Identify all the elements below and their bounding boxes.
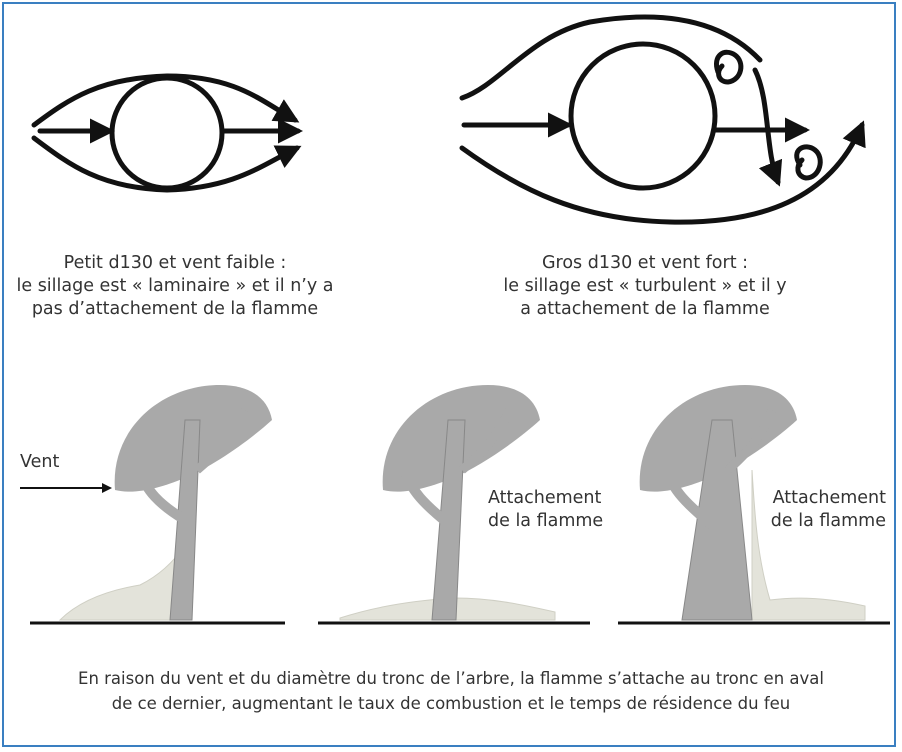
attach-label-2-line-2: de la flamme bbox=[758, 510, 886, 533]
attach-label-1-line-2: de la flamme bbox=[488, 510, 603, 533]
turbulent-flow-diagram bbox=[462, 17, 862, 222]
wind-label: Vent bbox=[20, 451, 59, 474]
laminar-streamline-lower bbox=[34, 138, 297, 190]
attach-label-2-line-1: Attachement bbox=[758, 487, 886, 510]
turbulent-downward-arrow bbox=[755, 70, 778, 182]
small-trunk-circle bbox=[112, 78, 222, 188]
bottom-caption-line-2: de ce dernier, augmentant le taux de com… bbox=[20, 691, 882, 716]
turbulent-caption: Gros d130 et vent fort : le sillage est … bbox=[470, 252, 820, 321]
tree-1 bbox=[60, 385, 272, 620]
laminar-caption: Petit d130 et vent faible : le sillage e… bbox=[10, 252, 340, 321]
turbulent-caption-line-1: Gros d130 et vent fort : bbox=[470, 252, 820, 275]
laminar-caption-line-3: pas d’attachement de la flamme bbox=[10, 298, 340, 321]
laminar-caption-line-2: le sillage est « laminaire » et il n’y a bbox=[10, 275, 340, 298]
large-trunk-circle bbox=[571, 44, 715, 188]
attach-label-2: Attachement de la flamme bbox=[758, 487, 886, 533]
attach-label-1-line-1: Attachement bbox=[488, 487, 603, 510]
laminar-caption-line-1: Petit d130 et vent faible : bbox=[10, 252, 340, 275]
laminar-streamline-upper bbox=[34, 76, 295, 125]
laminar-flow-diagram bbox=[34, 76, 298, 190]
turbulent-caption-line-2: le sillage est « turbulent » et il y bbox=[470, 275, 820, 298]
turbulent-caption-line-3: a attachement de la flamme bbox=[470, 298, 820, 321]
vortex-lower-icon bbox=[797, 147, 821, 178]
bottom-caption: En raison du vent et du diamètre du tron… bbox=[20, 666, 882, 716]
bottom-caption-line-1: En raison du vent et du diamètre du tron… bbox=[20, 666, 882, 691]
attach-label-1: Attachement de la flamme bbox=[488, 487, 603, 533]
vortex-upper-icon bbox=[716, 52, 740, 82]
